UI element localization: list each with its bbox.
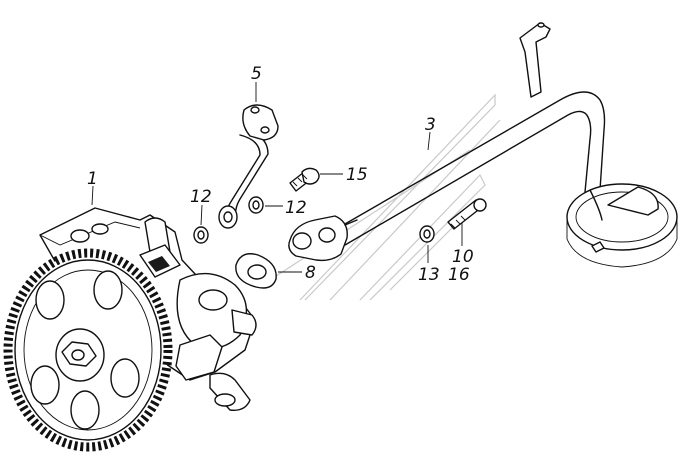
body-hole-b <box>91 223 109 235</box>
bolt-15 <box>289 167 320 192</box>
gear-window <box>93 270 123 310</box>
gear-window <box>30 365 60 405</box>
washer-12-right <box>248 196 264 214</box>
callout-16: 16 <box>448 265 470 285</box>
callout-15: 15 <box>346 165 368 185</box>
gear-window <box>70 390 100 430</box>
callout-labels: 1 3 5 8 10 12 12 13 15 16 <box>87 64 474 285</box>
oil-pickup-tube-part-3 <box>288 22 678 268</box>
tube-flange <box>242 104 279 141</box>
oil-pump-assembly <box>3 207 257 452</box>
oil-tube-part-5 <box>218 104 279 229</box>
gear-window <box>110 358 140 398</box>
gasket-8 <box>235 253 277 289</box>
callout-1: 1 <box>87 169 98 189</box>
callout-12-left: 12 <box>190 187 212 207</box>
washer-12-left <box>193 226 209 244</box>
callout-10: 10 <box>452 247 474 267</box>
washer-13 <box>419 225 435 243</box>
callout-3: 3 <box>425 115 436 135</box>
callout-5: 5 <box>251 64 262 84</box>
gear-window <box>35 280 65 320</box>
callout-12-right: 12 <box>285 198 307 218</box>
bolt-10 <box>447 198 487 230</box>
callout-8: 8 <box>305 263 316 283</box>
callout-13: 13 <box>418 265 440 285</box>
drive-gear <box>3 248 173 452</box>
leader-lines <box>91 82 463 273</box>
body-hole-a <box>70 229 90 243</box>
strainer-cup <box>566 183 678 251</box>
